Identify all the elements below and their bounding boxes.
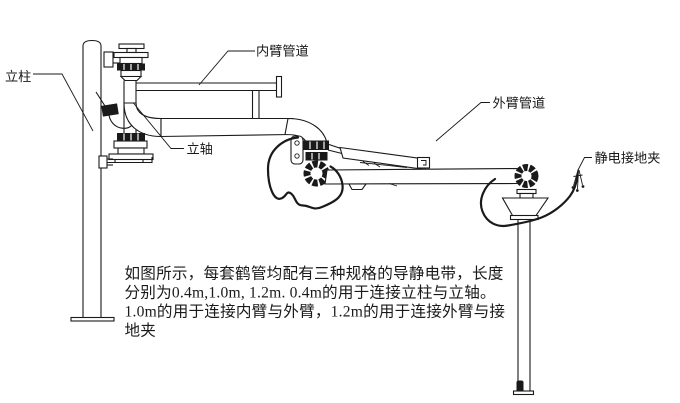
static-band-outer-clamp xyxy=(479,174,579,228)
top-swivel-joint xyxy=(113,43,149,82)
column-base xyxy=(70,316,115,322)
note-line-2: 分别为0.4m,1.0m, 1.2m. 0.4m的用于连接立柱与立轴。 xyxy=(125,284,496,302)
leader-shaft xyxy=(132,102,184,149)
bottom-bracket xyxy=(98,155,108,169)
leader-inner-arm xyxy=(198,50,255,86)
column-assembly xyxy=(70,39,115,322)
clevis-plate xyxy=(290,135,304,165)
label-ground-clamp: 静电接地夹 xyxy=(595,150,661,166)
drop-coupler-and-pipe xyxy=(501,188,550,396)
inner-arm-top-pipe xyxy=(136,75,283,119)
note-line-3: 1.0m的用于连接内臂与外臂，1.2m的用于连接外臂与接 xyxy=(125,303,506,321)
note-line-1: 如图所示，每套鹤管均配有三种规格的导静电带，长度 xyxy=(125,265,504,283)
leader-clamp xyxy=(577,157,592,171)
cylinder-end-block xyxy=(416,156,431,169)
static-band-inner-outer xyxy=(266,136,344,210)
outer-arm-pipe xyxy=(324,164,539,191)
pipe-end-flange xyxy=(275,75,283,98)
drop-pipe-slot xyxy=(516,380,524,393)
note-line-4: 地夹 xyxy=(125,322,157,340)
label-outer-arm: 外臂管道 xyxy=(493,96,546,111)
label-shaft: 立轴 xyxy=(187,142,213,157)
grounding-clamp-symbol xyxy=(571,169,585,192)
outer-end-swivel-ring xyxy=(514,164,539,188)
leader-lines xyxy=(33,50,592,171)
bottom-swivel-joint xyxy=(98,133,154,169)
note-paragraph: 如图所示，每套鹤管均配有三种规格的导静电带，长度 分别为0.4m,1.0m, 1… xyxy=(125,265,506,340)
leader-column xyxy=(33,73,94,132)
label-inner-arm: 内臂管道 xyxy=(256,44,309,59)
leader-outer-arm xyxy=(435,102,490,142)
label-column: 立柱 xyxy=(5,69,31,84)
cable-lug xyxy=(348,183,368,191)
